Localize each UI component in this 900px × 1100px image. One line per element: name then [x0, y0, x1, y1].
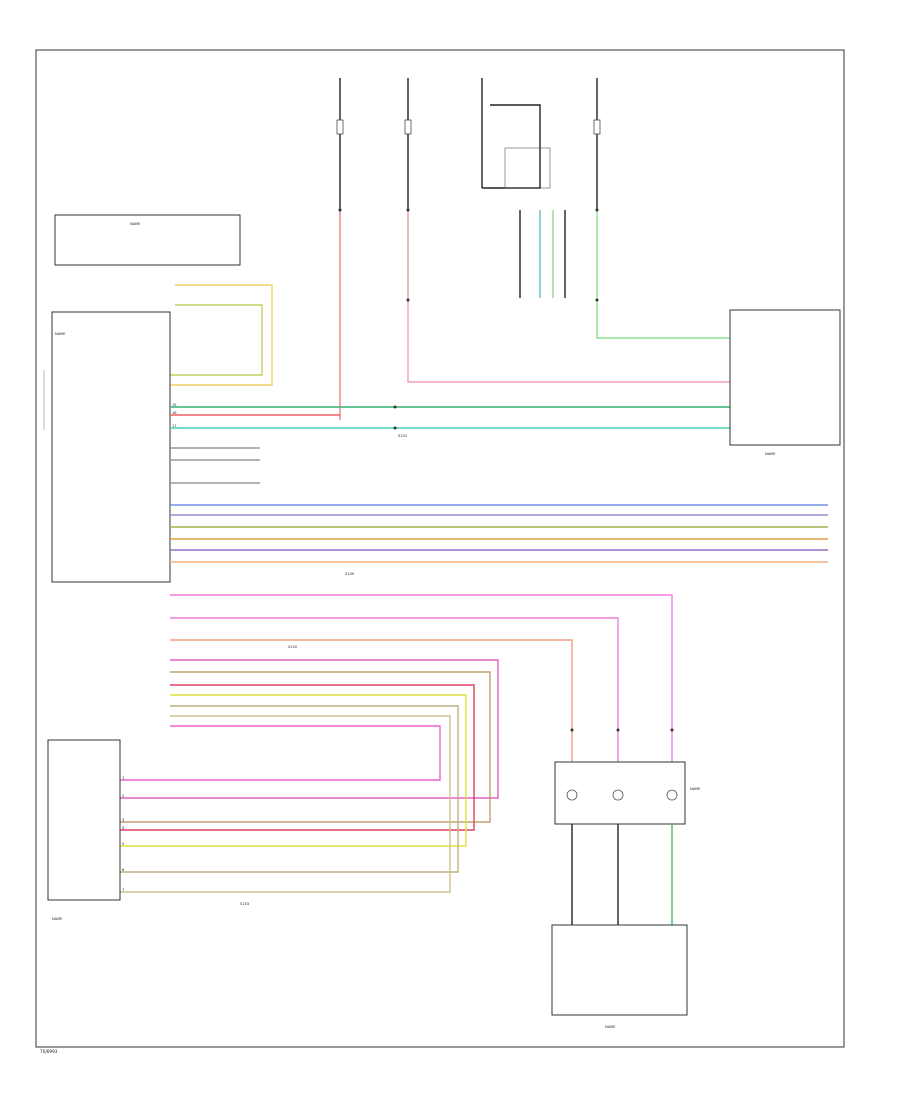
splice-label: S100	[345, 572, 355, 576]
power-feed-2	[404, 78, 730, 383]
wire-magenta-1	[120, 659, 499, 799]
left-top-module	[54, 214, 241, 266]
splice-label: S101	[398, 434, 407, 438]
clockspring-module	[554, 761, 686, 825]
pedal-sensor-module-name: NAME	[52, 917, 63, 921]
pin-label: 16	[172, 411, 177, 415]
power-feed-1	[336, 78, 344, 420]
wire-yellow	[170, 284, 273, 386]
splice-label: S103	[240, 902, 249, 906]
connector-dots	[338, 208, 674, 732]
power-feed-4	[593, 78, 730, 339]
speed-control-module-name: NAME	[605, 1025, 616, 1029]
pin-label: 15	[172, 403, 177, 407]
pin-label: 3	[122, 818, 124, 822]
pin-label: 2	[122, 794, 124, 798]
pin-label: 6	[122, 868, 125, 872]
page-code: 70/6993	[40, 1049, 58, 1054]
wire-red-1	[120, 684, 475, 831]
pin-label: 17	[172, 424, 177, 428]
wire-peach	[170, 639, 573, 762]
speed-control-module	[551, 924, 688, 1016]
pedal-sensor-module	[47, 739, 121, 901]
brake-switch-module	[504, 147, 551, 189]
wire-khaki	[120, 715, 451, 893]
ecm-module-name: NAME	[55, 332, 66, 336]
wire-pink-2	[170, 617, 619, 762]
pin-label: 1	[122, 776, 124, 780]
pin-label: 5	[122, 842, 124, 846]
wire-yellow-2	[120, 694, 467, 847]
right-top-module-name: NAME	[765, 452, 776, 456]
right-top-module	[729, 309, 841, 446]
power-feed-3	[481, 78, 541, 189]
left-top-module-name: NAME	[130, 222, 141, 226]
pin-label: 4	[122, 826, 125, 830]
splice-label: S102	[288, 645, 297, 649]
diagram-frame	[35, 49, 845, 1048]
pin-label: 7	[122, 888, 124, 892]
wire-tan-1	[120, 671, 491, 823]
wire-tan-2	[120, 705, 459, 873]
wire-green-yellow	[170, 304, 263, 376]
ecm-module	[51, 311, 171, 583]
wire-pink-3	[120, 725, 441, 781]
wire-pink-1	[170, 594, 673, 762]
clockspring-module-name: NAME	[690, 787, 701, 791]
